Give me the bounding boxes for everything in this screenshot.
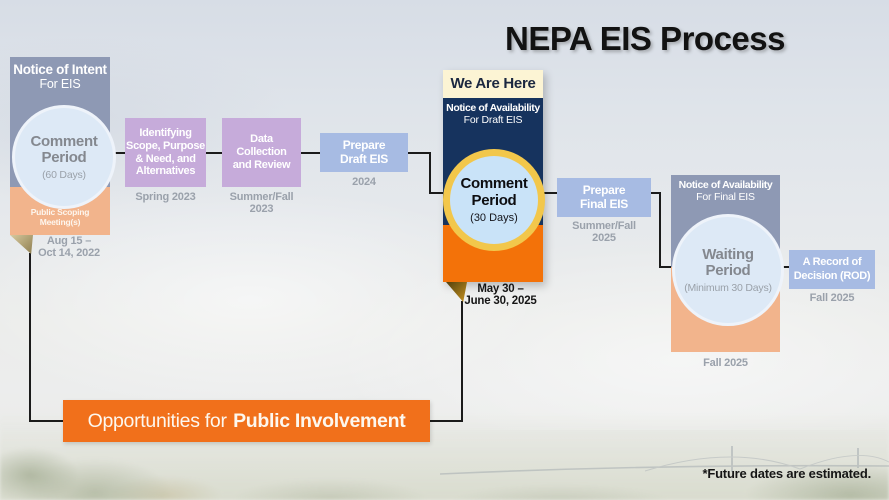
waiting-period-title: Waiting Period xyxy=(702,245,754,279)
noa-final-date: Fall 2025 xyxy=(703,357,748,369)
waiting-period-circle: Waiting Period (Minimum 30 Days) xyxy=(672,214,784,326)
banner-text-regular: Opportunities for xyxy=(87,409,227,432)
noa-final-subtitle: For Final EIS xyxy=(696,191,755,203)
noa-draft-title: Notice of Availability xyxy=(446,102,540,114)
notice-of-intent-date: Aug 15 – Oct 14, 2022 xyxy=(38,235,100,259)
prepare-final-date: Summer/Fall 2025 xyxy=(572,220,636,244)
prepare-draft-line2: Draft EIS xyxy=(340,151,388,166)
footnote: *Future dates are estimated. xyxy=(702,466,871,481)
comment-period-30-subtitle: (30 Days) xyxy=(470,211,518,224)
identifying-scope-box: Identifying Scope, Purpose & Need, and A… xyxy=(125,118,206,187)
prepare-draft-date: 2024 xyxy=(352,176,376,188)
noa-final-title: Notice of Availability xyxy=(678,179,773,191)
identifying-scope-line4: Alternatives xyxy=(135,165,196,178)
prepare-draft-eis-box: Prepare Draft EIS xyxy=(320,133,408,172)
rod-line2: Decision (ROD) xyxy=(793,269,871,282)
comment-period-30-title: Comment Period xyxy=(460,175,528,209)
prepare-final-line1: Prepare xyxy=(582,182,626,197)
waiting-period-subtitle: (Minimum 30 Days) xyxy=(684,281,772,294)
identifying-scope-date: Spring 2023 xyxy=(135,191,196,203)
current-stage-date: May 30 – June 30, 2025 xyxy=(464,283,537,308)
data-collection-box: Data Collection and Review xyxy=(222,118,301,187)
banner-text-bold: Public Involvement xyxy=(233,409,406,432)
data-collection-line1: Data xyxy=(250,133,273,146)
identifying-scope-line2: Scope, Purpose xyxy=(126,139,205,152)
public-scoping-label: Public Scoping Meeting(s) xyxy=(30,207,90,227)
we-are-here-banner: We Are Here xyxy=(443,70,543,98)
identifying-scope-line1: Identifying xyxy=(139,126,192,139)
notice-of-intent-title: Notice of Intent xyxy=(13,62,107,77)
comment-period-60-title: Comment Period xyxy=(30,132,98,166)
data-collection-date: Summer/Fall 2023 xyxy=(229,191,294,215)
identifying-scope-line3: & Need, and xyxy=(135,152,196,165)
notice-of-intent-subtitle: For EIS xyxy=(39,77,81,91)
comment-period-60-circle: Comment Period (60 Days) xyxy=(12,105,116,209)
rod-line1: A Record of xyxy=(802,256,862,269)
prepare-final-line2: Final EIS xyxy=(580,196,628,211)
comment-period-60-subtitle: (60 Days) xyxy=(42,168,86,181)
comment-period-30-circle: Comment Period (30 Days) xyxy=(443,149,545,251)
page-title: NEPA EIS Process xyxy=(505,20,785,57)
public-involvement-banner: Opportunities for Public Involvement xyxy=(63,400,430,442)
prepare-draft-line1: Prepare xyxy=(342,137,386,152)
prepare-final-eis-box: Prepare Final EIS xyxy=(557,178,651,217)
rod-date: Fall 2025 xyxy=(809,292,855,304)
record-of-decision-box: A Record of Decision (ROD) xyxy=(789,250,875,289)
data-collection-line2: Collection xyxy=(236,146,287,159)
bridge-silhouette xyxy=(440,446,889,475)
noa-draft-subtitle: For Draft EIS xyxy=(463,114,523,126)
data-collection-line3: and Review xyxy=(232,158,291,171)
